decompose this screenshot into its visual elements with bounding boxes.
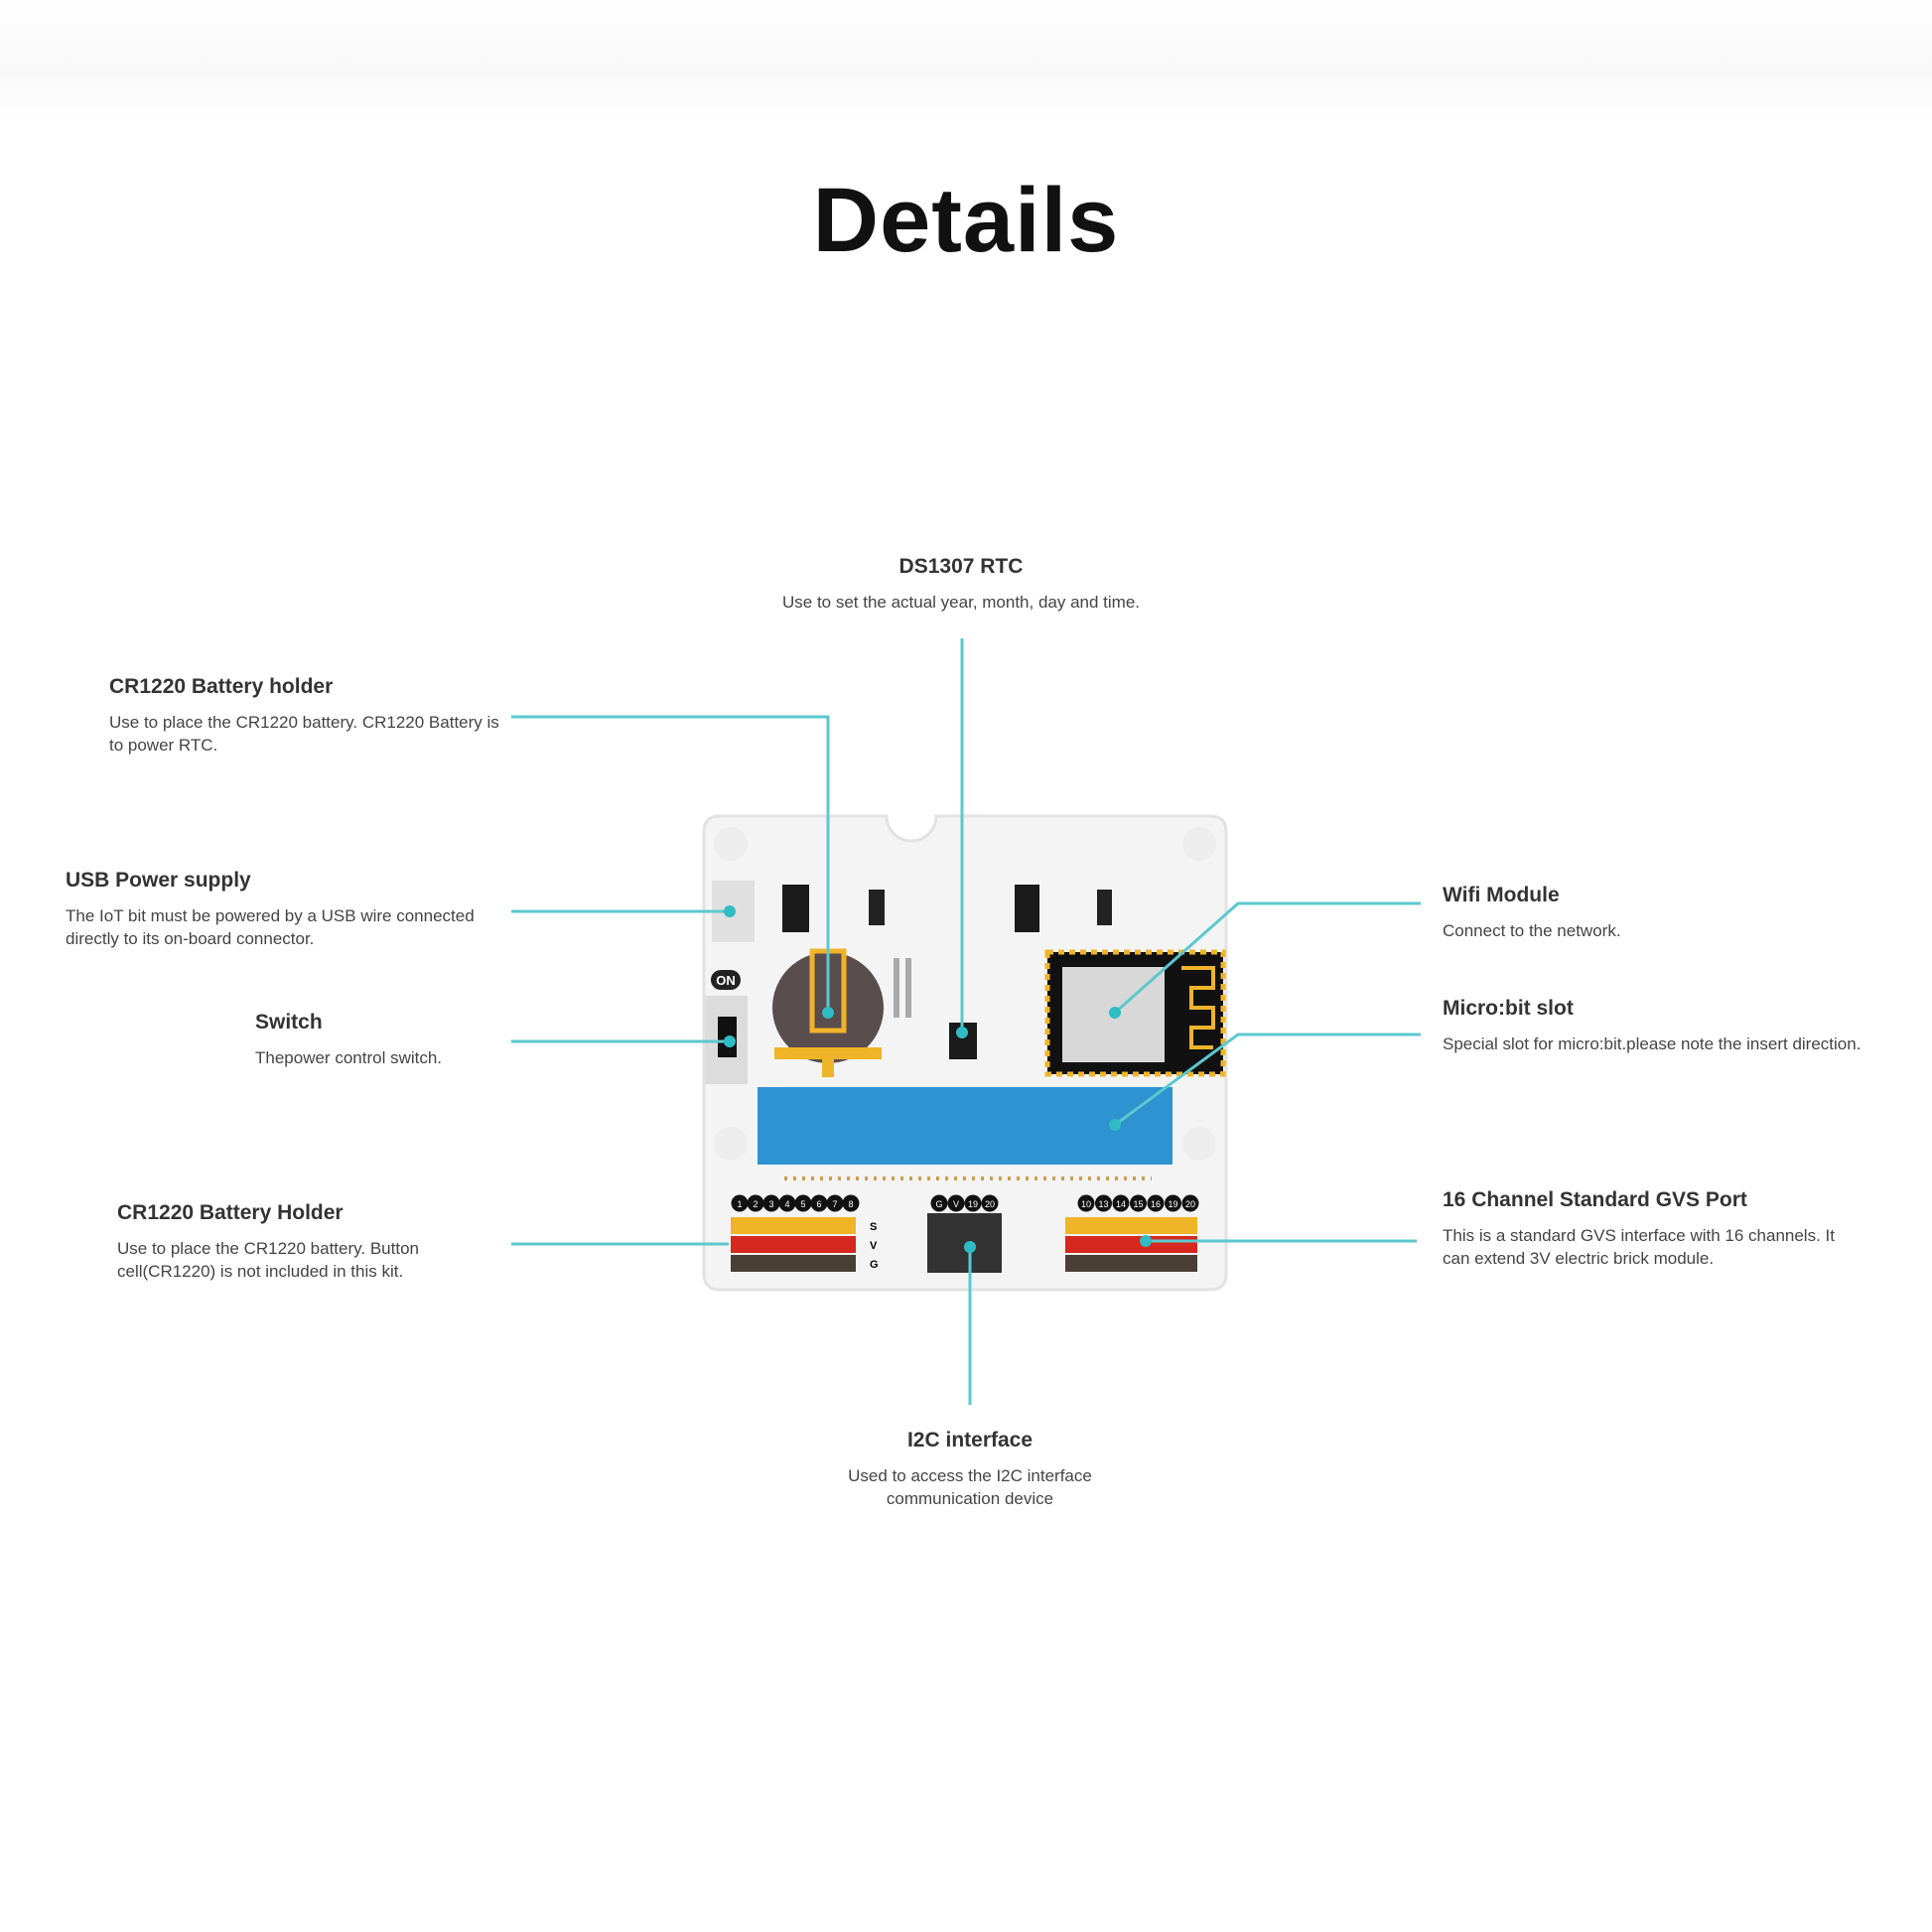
left-pin-label: 6 (816, 1199, 821, 1209)
leader-wifi (1114, 901, 1421, 1015)
on-label: ON (716, 973, 736, 988)
right-pin-label: 10 (1081, 1199, 1091, 1209)
left-pin-label: 1 (737, 1199, 742, 1209)
callout-title: Wifi Module (1443, 884, 1560, 906)
right-pin-label: 20 (1185, 1199, 1195, 1209)
callout-desc: Use to place the CR1220 battery. Button … (117, 1239, 419, 1281)
callout-title: 16 Channel Standard GVS Port (1443, 1188, 1747, 1211)
right-pin-label: 16 (1151, 1199, 1161, 1209)
row-label: G (870, 1259, 879, 1271)
right-pin-badge (1165, 1194, 1181, 1212)
page-title: Details (812, 170, 1120, 271)
callout-rtc: DS1307 RTC Use to set the actual year, m… (713, 555, 1209, 614)
regulator-chip (1015, 885, 1039, 932)
leader-lines (511, 638, 1421, 1405)
leader-microbit (1114, 1033, 1421, 1127)
i2c-pin-badge (930, 1194, 948, 1212)
row-label: V (870, 1240, 878, 1252)
right-pin-badge (1181, 1194, 1199, 1212)
left-pin-badge (810, 1194, 828, 1212)
left-pin-badge (731, 1194, 749, 1212)
callout-desc: Thepower control switch. (255, 1048, 443, 1067)
right-pin-label: 19 (1168, 1199, 1177, 1209)
callout-title: CR1220 Battery Holder (117, 1201, 344, 1224)
left-pin-badge (747, 1194, 764, 1212)
callout-switch: Switch Thepower control switch. (255, 1011, 513, 1069)
callout-title: DS1307 RTC (898, 555, 1024, 578)
left-pin-badge (794, 1194, 812, 1212)
left-pin-label: 5 (800, 1199, 805, 1209)
callout-title: Micro:bit slot (1443, 997, 1574, 1020)
i2c-pin-label: 20 (985, 1199, 995, 1209)
right-pin-badge (1095, 1194, 1112, 1212)
right-pin-badge (1147, 1194, 1165, 1212)
callout-title: USB Power supply (66, 869, 251, 892)
callout-microbit: Micro:bit slot Special slot for micro:bi… (1443, 997, 1889, 1055)
left-pin-label: 7 (832, 1199, 837, 1209)
callout-usb: USB Power supply The IoT bit must be pow… (66, 869, 502, 950)
left-pin-label: 4 (784, 1199, 789, 1209)
i2c-header (927, 1213, 1002, 1273)
right-gvs-header (1065, 1217, 1197, 1272)
callout-battery-top: CR1220 Battery holder Use to place the C… (109, 675, 506, 757)
right-pin-label: 14 (1116, 1199, 1126, 1209)
diode (1097, 890, 1112, 925)
i2c-pin-badge (981, 1194, 999, 1212)
callout-title: CR1220 Battery holder (109, 675, 334, 698)
top-band (0, 0, 1932, 119)
leader-dots (724, 905, 1152, 1253)
right-pin-label: 15 (1133, 1199, 1143, 1209)
right-pin-badge (1077, 1194, 1095, 1212)
left-pin-badge (842, 1194, 860, 1212)
callout-i2c: I2C interface Used to access the I2C int… (811, 1429, 1129, 1510)
callout-desc: Used to access the I2C interface communi… (848, 1466, 1092, 1508)
i2c-pin-badge (964, 1194, 982, 1212)
right-pin-badge (1112, 1194, 1130, 1212)
left-pin-badge (778, 1194, 796, 1212)
row-label: S (870, 1221, 877, 1233)
left-gvs-header (731, 1217, 856, 1272)
callout-desc: Special slot for micro:bit.please note t… (1443, 1035, 1862, 1053)
callout-desc: This is a standard GVS interface with 16… (1443, 1226, 1835, 1268)
callout-gvs: 16 Channel Standard GVS Port This is a s… (1443, 1188, 1840, 1270)
left-pin-label: 3 (768, 1199, 773, 1209)
i2c-pin-label: 19 (968, 1199, 978, 1209)
callout-battery-bottom: CR1220 Battery Holder Use to place the C… (117, 1201, 504, 1283)
regulator-chip (782, 885, 809, 932)
leader-battery-top (511, 715, 830, 1013)
i2c-pin-label: G (935, 1199, 942, 1209)
microbit-slot (758, 1087, 1173, 1165)
callout-title: Switch (255, 1011, 323, 1034)
callout-desc: Use to set the actual year, month, day a… (781, 593, 1141, 612)
callout-desc: Use to place the CR1220 battery. CR1220 … (109, 713, 499, 755)
callout-wifi: Wifi Module Connect to the network. (1443, 884, 1889, 942)
callout-desc: The IoT bit must be powered by a USB wir… (66, 906, 475, 948)
right-pin-label: 13 (1098, 1199, 1108, 1209)
left-pin-label: 2 (753, 1199, 758, 1209)
left-pin-label: 8 (848, 1199, 853, 1209)
i2c-pin-badge (947, 1194, 965, 1212)
diode (869, 890, 885, 925)
callout-title: I2C interface (906, 1429, 1034, 1451)
callout-desc: Connect to the network. (1443, 921, 1621, 940)
i2c-pin-label: V (953, 1199, 959, 1209)
left-pin-badge (762, 1194, 780, 1212)
left-pin-badge (826, 1194, 844, 1212)
right-pin-badge (1130, 1194, 1147, 1212)
